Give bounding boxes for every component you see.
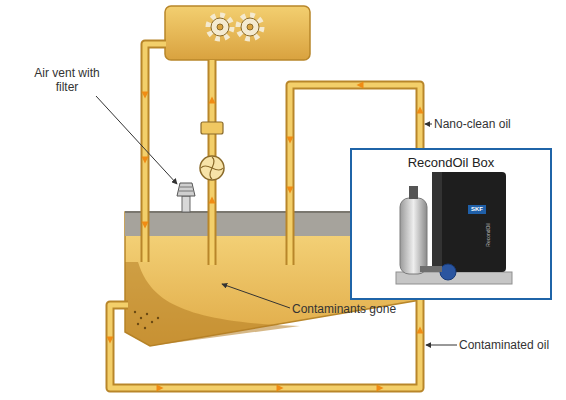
- gear-body: [211, 18, 229, 36]
- flow-arrow: [287, 187, 294, 194]
- flow-arrow: [209, 97, 216, 104]
- product-name: RecondOil: [485, 215, 491, 255]
- box-title: RecondOil Box: [352, 150, 550, 170]
- device-box: RecondOil Box: [350, 148, 552, 300]
- pump-housing: [200, 156, 224, 180]
- vent-filter: [177, 183, 195, 196]
- unit-piping: [420, 266, 442, 272]
- gearbox-housing: [165, 6, 310, 60]
- unit-pressure-vessel: [400, 198, 427, 274]
- particle: [134, 311, 136, 313]
- leader-lines: [96, 96, 457, 345]
- callout-label: Nano-clean oil: [434, 117, 544, 131]
- gear-body: [241, 18, 259, 36]
- inline-filter: [201, 122, 223, 134]
- gear-teeth: [239, 16, 261, 38]
- vent-filter-ribs: [179, 187, 193, 191]
- unit-cabinet-side: [432, 172, 442, 272]
- particle: [144, 327, 146, 329]
- leader-line: [426, 345, 457, 346]
- particle: [137, 323, 139, 325]
- gear-hub: [247, 24, 253, 30]
- flow-arrow: [209, 197, 216, 204]
- brand-logo: SKF: [468, 205, 486, 214]
- unit-base-plate: [396, 272, 512, 284]
- flow-arrow: [157, 385, 164, 392]
- contaminant-plume: [125, 262, 300, 346]
- flow-arrow: [377, 385, 384, 392]
- brand-badge: [468, 205, 486, 214]
- particle: [157, 317, 159, 319]
- unit-vessel-cap: [409, 186, 418, 199]
- flow-arrow: [142, 222, 149, 229]
- leader-line: [96, 96, 177, 184]
- callout-label: Air vent with filter: [34, 66, 100, 94]
- gear-hub: [217, 24, 223, 30]
- particle: [140, 317, 142, 319]
- gear-pair: [209, 16, 261, 38]
- return-pipe-core: [145, 44, 166, 262]
- flow-arrow: [357, 82, 364, 89]
- leader-line: [222, 284, 290, 308]
- flow-arrow: [277, 385, 284, 392]
- unit-motor: [440, 264, 456, 280]
- leader-line: [425, 124, 432, 125]
- gear-teeth: [209, 16, 231, 38]
- flow-arrow: [107, 337, 114, 344]
- pump-impeller: [201, 157, 223, 179]
- particle: [146, 313, 148, 315]
- vent-stem: [182, 196, 190, 212]
- contaminant-particles: [134, 311, 159, 329]
- flow-arrow: [417, 327, 424, 334]
- flow-arrow: [417, 107, 424, 114]
- flow-arrow: [142, 92, 149, 99]
- flow-arrow: [287, 137, 294, 144]
- unit-cabinet: [432, 172, 506, 272]
- callout-label: Contaminated oil: [459, 338, 566, 352]
- return-pipe: [145, 44, 166, 262]
- flow-arrow: [142, 157, 149, 164]
- callout-label: Contaminants gone: [292, 302, 422, 316]
- particle: [151, 321, 153, 323]
